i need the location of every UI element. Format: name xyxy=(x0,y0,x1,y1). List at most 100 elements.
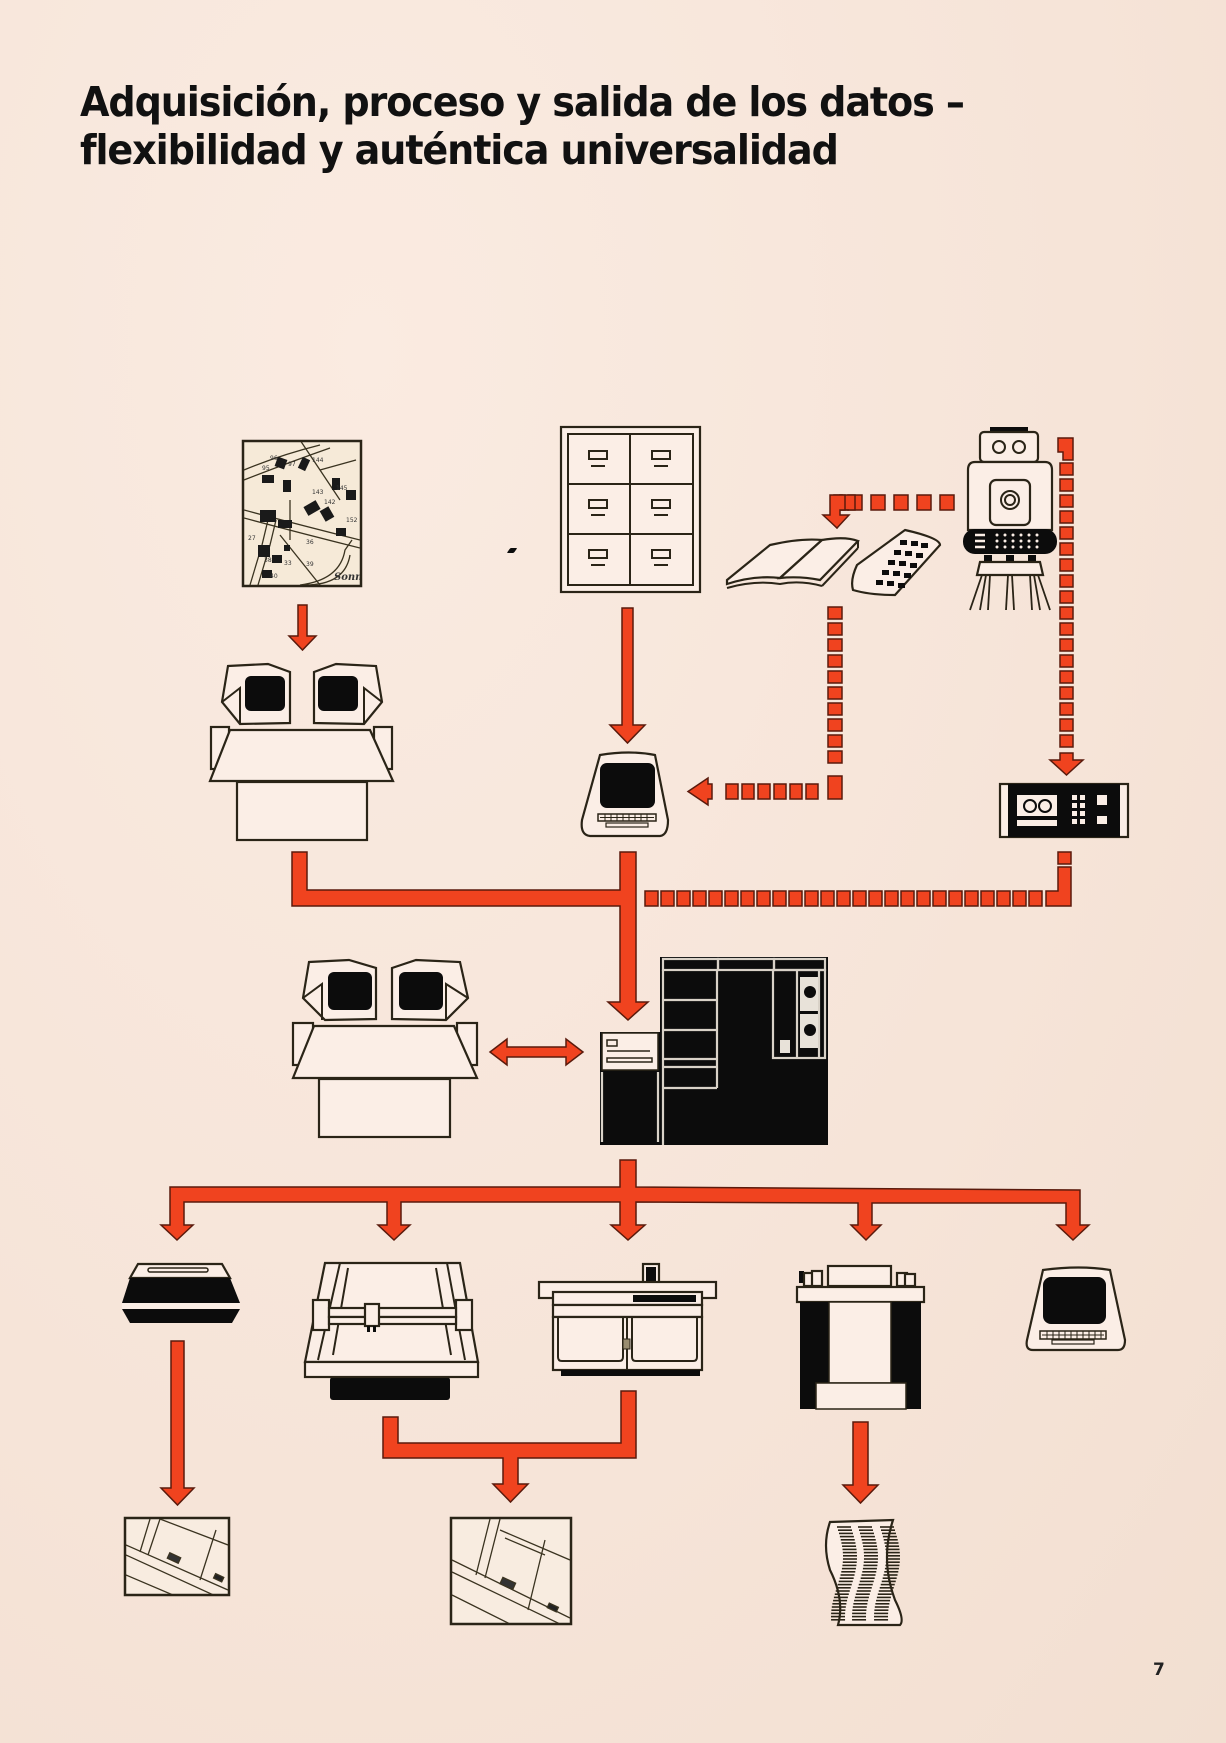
dash-segment xyxy=(1059,606,1074,620)
dash-segment xyxy=(1059,478,1074,492)
arrow-head-down xyxy=(1048,752,1085,777)
dash-segment xyxy=(804,890,819,907)
draft-plot-icon xyxy=(123,1516,231,1597)
dash-segment xyxy=(1059,670,1074,684)
map-label: 142 xyxy=(324,499,336,506)
dash-segment xyxy=(676,890,691,907)
dash-segment xyxy=(827,622,843,636)
dash-segment xyxy=(772,890,787,907)
line-printer-icon xyxy=(795,1264,926,1410)
dash-segment xyxy=(1059,558,1074,572)
dash-segment xyxy=(1059,622,1074,636)
arrow-computer-to-output-devices xyxy=(159,1159,1091,1242)
map-label: 36 xyxy=(306,539,314,546)
dash-segment xyxy=(757,783,771,800)
filing-cabinet-icon xyxy=(559,425,702,594)
dash-segment xyxy=(1059,654,1074,668)
arrow-cabinet-to-terminal xyxy=(608,607,647,745)
printout-icon xyxy=(824,1518,903,1627)
dash-segment xyxy=(741,783,755,800)
graphic-workstation-icon xyxy=(291,958,479,1139)
dash-corner xyxy=(1057,437,1074,461)
map-label: 145 xyxy=(336,485,348,492)
dash-segment xyxy=(1059,702,1074,716)
computer-system-icon xyxy=(600,957,828,1145)
arrow-map-to-digitizer xyxy=(287,604,318,652)
arrow-head-left xyxy=(686,776,713,807)
dash-segment xyxy=(827,718,843,732)
arrow-hardcopy-to-plot xyxy=(159,1340,196,1507)
dash-segment xyxy=(852,890,867,907)
dash-segment xyxy=(773,783,787,800)
dash-segment xyxy=(827,654,843,668)
map-sheet-icon: 96 95 97 144 143 142 145 27 33 36 38 39 … xyxy=(241,439,363,588)
map-label: 143 xyxy=(312,489,324,496)
dash-segment xyxy=(789,783,803,800)
dash-segment xyxy=(1059,590,1074,604)
dash-segment xyxy=(1059,718,1074,732)
dashed-arrow-station-to-book xyxy=(821,494,955,530)
map-label: 38 xyxy=(264,557,272,564)
map-street-name: Sonn xyxy=(334,572,362,583)
page-number: 7 xyxy=(1153,1660,1165,1680)
dashed-connector-cassette-to-trunk xyxy=(644,851,1072,907)
dash-corner xyxy=(827,775,843,800)
dash-segment xyxy=(1059,462,1074,476)
dash-segment xyxy=(724,890,739,907)
dash-segment xyxy=(884,890,899,907)
cassette-reader-icon xyxy=(998,782,1130,839)
dash-segment xyxy=(964,890,979,907)
dash-segment xyxy=(932,890,947,907)
dash-segment xyxy=(1012,890,1027,907)
flatbed-plotter-icon xyxy=(303,1261,480,1400)
dash-segment xyxy=(820,890,835,907)
dash-segment xyxy=(644,890,659,907)
dash-segment xyxy=(827,686,843,700)
dash-segment xyxy=(1028,890,1043,907)
digitizer-workstation-icon xyxy=(208,662,395,842)
dash-segment xyxy=(725,783,739,800)
map-label: 27 xyxy=(248,535,256,542)
dash-segment xyxy=(740,890,755,907)
dash-segment xyxy=(756,890,771,907)
dash-segment xyxy=(1059,542,1074,556)
dash-segment xyxy=(916,890,931,907)
map-label: 39 xyxy=(306,561,314,568)
dash-segment xyxy=(827,702,843,716)
dash-segment xyxy=(827,606,843,620)
data-recorder-keypad-icon xyxy=(507,528,942,597)
bidirectional-arrow-workstation-computer xyxy=(488,1037,585,1067)
terminal-icon xyxy=(580,751,670,838)
field-book-icon xyxy=(725,537,860,589)
dash-segment xyxy=(1059,638,1074,652)
dash-segment xyxy=(827,670,843,684)
arrow-digitizer-and-terminal-to-computer xyxy=(291,851,650,1022)
dash-segment xyxy=(827,734,843,748)
final-plot-icon xyxy=(449,1516,573,1626)
arrow-printer-to-printout xyxy=(841,1421,880,1505)
dashed-arrow-book-to-terminal xyxy=(686,606,843,807)
page-title: Adquisición, proceso y salida de los dat… xyxy=(80,78,965,174)
map-label: 95 xyxy=(262,465,270,472)
dash-segment xyxy=(868,890,883,907)
dash-segment xyxy=(836,890,851,907)
dash-segment xyxy=(708,890,723,907)
dash-segment xyxy=(996,890,1011,907)
dashed-arrow-station-to-cassette xyxy=(1048,437,1085,777)
hardcopy-unit-icon xyxy=(122,1262,240,1323)
dash-segment xyxy=(1059,686,1074,700)
title-line-1: Adquisición, proceso y salida de los dat… xyxy=(80,78,965,126)
dash-segment xyxy=(827,638,843,652)
map-label: 33 xyxy=(284,560,292,567)
map-label: 144 xyxy=(312,457,324,464)
arrow-plotters-to-final-plot xyxy=(382,1390,637,1504)
dash-segment xyxy=(1057,851,1072,865)
dash-segment xyxy=(900,890,915,907)
precision-plotter-icon xyxy=(537,1262,718,1376)
map-label: 96 xyxy=(270,455,278,462)
dash-segment xyxy=(980,890,995,907)
dash-segment xyxy=(660,890,675,907)
dash-segment xyxy=(1059,734,1074,748)
dash-corner xyxy=(1045,866,1072,907)
